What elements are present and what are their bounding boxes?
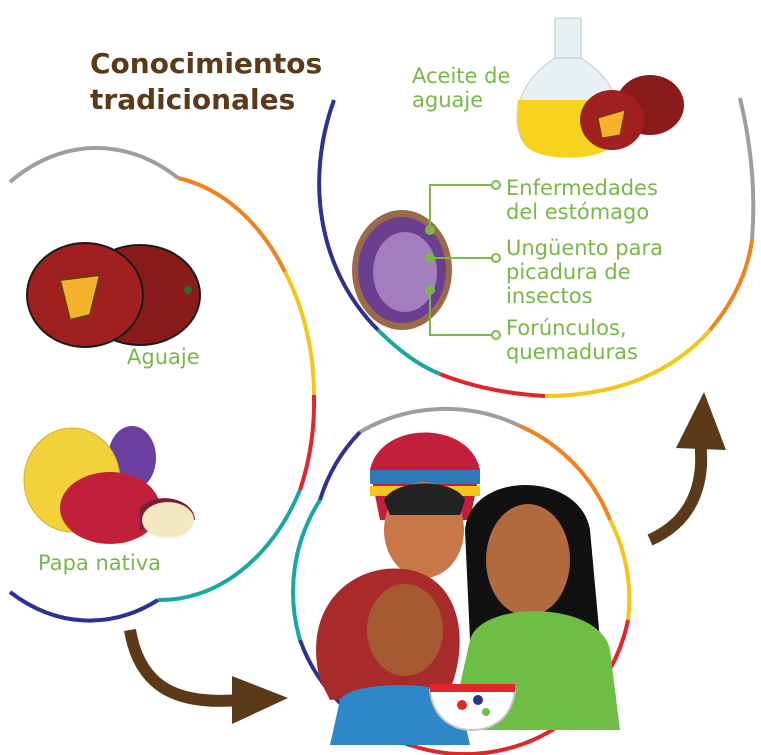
potato-icon: [23, 426, 195, 544]
use-stomach-label: Enfermedades del estómago: [506, 176, 658, 224]
oil-label: Aceite de aguaje: [412, 64, 511, 112]
papa-nativa-label: Papa nativa: [38, 551, 162, 575]
aguaje-label: Aguaje: [127, 345, 200, 369]
use-insect-bite-label: Ungüento para picadura de insectos: [506, 236, 664, 308]
aguaje-cross-section-icon: [352, 210, 452, 330]
curved-arrow-icon: [124, 628, 288, 724]
mortar-bowl-icon: [428, 684, 517, 732]
curved-arrow-icon: [647, 392, 726, 546]
aguaje-fruit-icon: [26, 242, 201, 348]
left-ring: [8, 145, 317, 623]
diagram-title: Conocimientos tradicionales: [90, 46, 322, 118]
use-burns-label: Forúnculos, quemaduras: [506, 316, 638, 364]
top-right-ring: [317, 97, 756, 398]
use-leader-lines: [425, 180, 501, 340]
aguaje-fruit-icon: [580, 75, 684, 150]
title-line: tradicionales: [90, 83, 296, 116]
title-line: Conocimientos: [90, 47, 323, 80]
